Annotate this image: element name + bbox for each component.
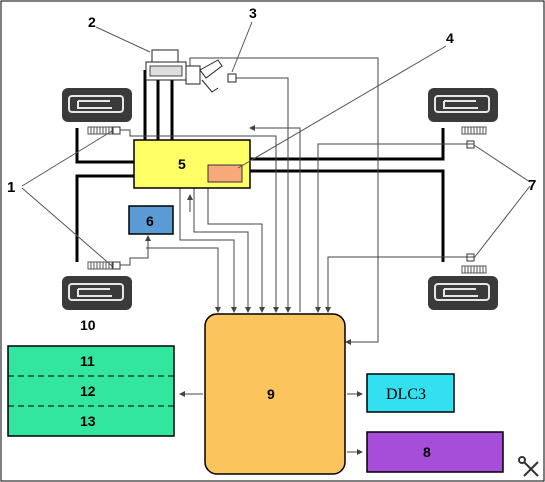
speed-sensor-rear-left (87, 261, 121, 270)
dlc3-connector (366, 373, 455, 413)
relay-label: 6 (146, 213, 154, 229)
block-8 (366, 431, 504, 473)
callout-1: 1 (7, 179, 15, 196)
wheel-front-left (62, 88, 132, 122)
wrench-screwdriver-icon (518, 456, 539, 477)
callout-7: 7 (528, 177, 536, 194)
panel-row-12: 12 (80, 383, 96, 399)
block-8-label: 8 (423, 444, 431, 460)
dlc3-label: DLC3 (386, 386, 426, 403)
panel-row-11: 11 (80, 353, 95, 369)
wheel-rear-right (428, 276, 498, 310)
signal-wires (120, 57, 474, 345)
solenoid-valve (207, 164, 243, 183)
panel-row-13: 13 (80, 413, 96, 429)
leader-lines (21, 21, 531, 267)
wheel-front-right (428, 88, 498, 122)
indicator-panel (7, 345, 175, 437)
hydraulic-unit-label: 5 (178, 156, 186, 172)
wheel-rear-left (62, 276, 132, 310)
brake-lines (75, 70, 445, 262)
master-cylinder (145, 49, 223, 93)
stop-lamp-switch (227, 73, 237, 83)
callout-4: 4 (446, 30, 454, 46)
speed-sensor-front-left (87, 126, 121, 135)
ecu-block (204, 313, 346, 475)
ecu-label: 9 (267, 386, 275, 402)
speed-sensor-front-right (461, 126, 487, 149)
relay-block (128, 205, 174, 235)
callout-2: 2 (88, 14, 96, 30)
callout-10: 10 (80, 317, 96, 333)
callout-3: 3 (249, 5, 257, 21)
